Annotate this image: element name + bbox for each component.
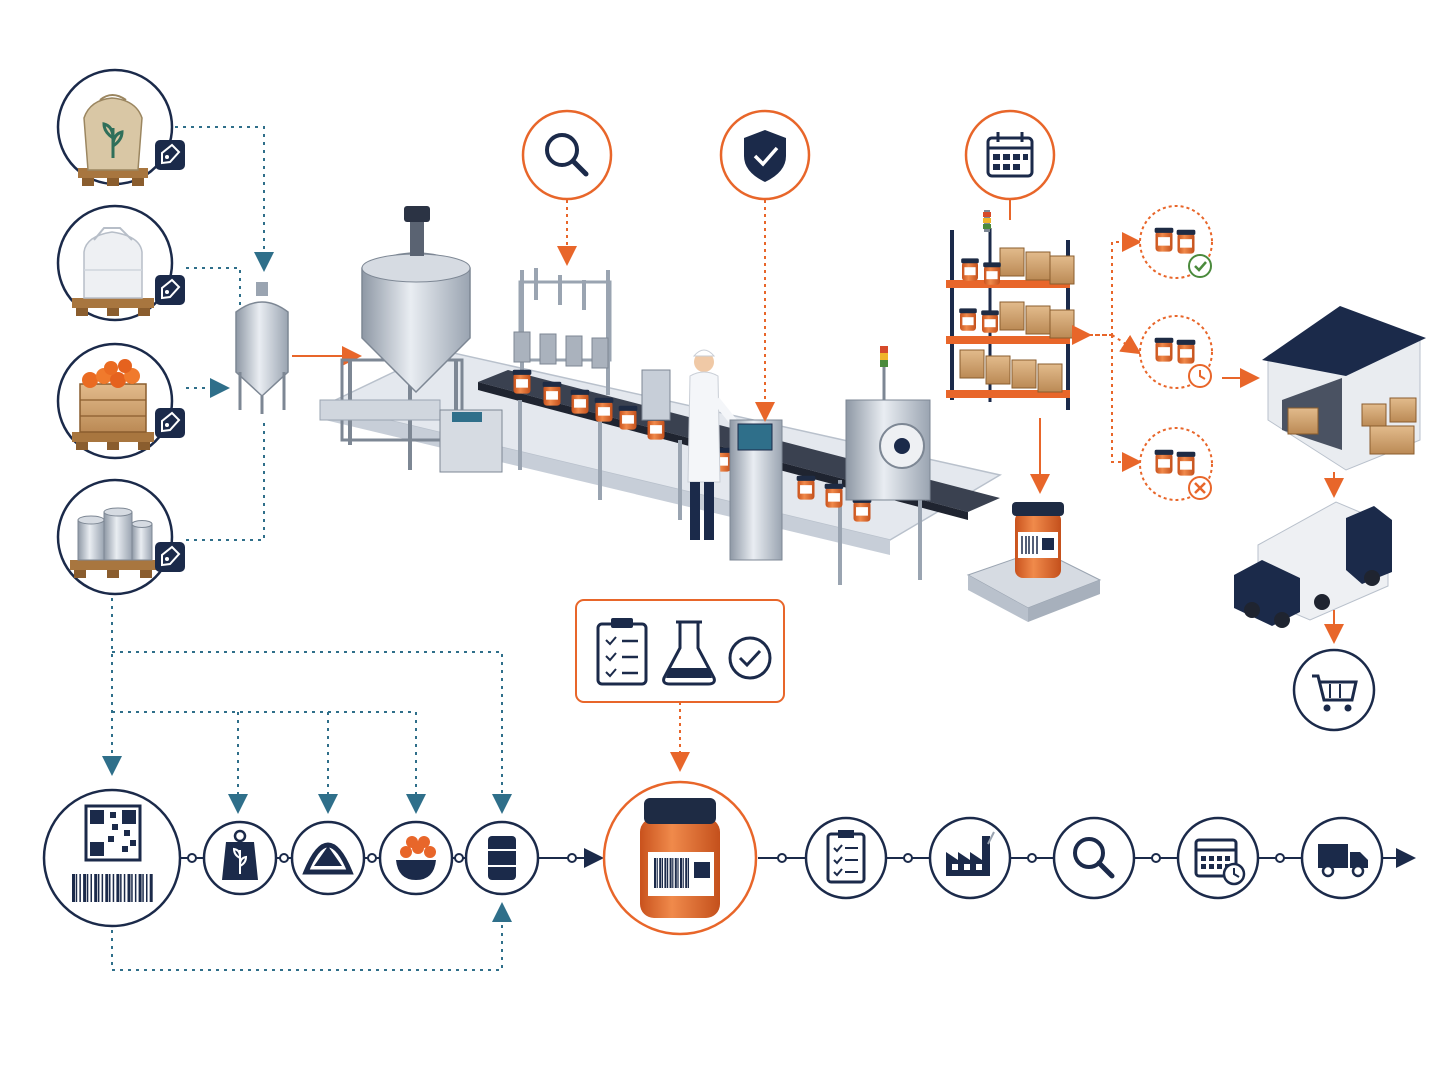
outcome-on-hold[interactable] [1139,315,1213,389]
rack-jar [983,262,1001,285]
delivery-truck-icon [1318,844,1368,878]
scale-weight-icon [302,842,354,875]
lab-flask-icon [662,620,716,686]
x-icon [1194,482,1206,494]
raw-material-orange-crate[interactable] [56,342,174,460]
trace-calendar-clock-icon[interactable] [1176,816,1260,900]
rack-boxes [959,247,1075,393]
rack-box [1011,359,1037,389]
tag-icon[interactable] [155,140,185,170]
checklist-icon [826,830,866,884]
magnifier-icon [1073,837,1115,879]
retail-cart[interactable] [1292,648,1376,732]
callout-batch-date[interactable] [964,109,1056,201]
drum-icon [488,836,516,880]
conveyor-jar [824,483,844,508]
raw-materials-column [56,68,185,596]
outcome-approved[interactable] [1139,205,1213,279]
calendar-clock-icon [1194,838,1246,886]
rack-box [1025,305,1051,335]
labeled-jar-icon [640,798,720,918]
shopping-cart-icon [1312,674,1358,702]
trace-drum-icon[interactable] [464,820,540,896]
weighing-scale[interactable] [966,502,1102,622]
trace-orange-bowl-icon[interactable] [378,820,454,896]
trace-factory-icon[interactable] [928,816,1012,900]
tag-icon[interactable] [155,542,185,572]
factory-icon [946,831,995,876]
qc-panel[interactable] [575,599,785,703]
mixing-tank[interactable] [319,206,471,470]
rack-box [999,247,1025,277]
rack-jar [961,258,979,281]
raw-material-connectors [175,126,274,541]
labeling-machine[interactable] [845,346,931,501]
rack-box [1049,255,1075,285]
conveyor-jar [570,389,590,414]
conveyor-jar [542,381,562,406]
outcome-jar [1176,229,1196,254]
conveyor-jar [618,405,638,430]
outcome-jar [1154,337,1174,362]
outcome-jar [1176,451,1196,476]
tag-icon[interactable] [155,408,185,438]
trace-scale-weight-icon[interactable] [290,820,366,896]
trace-connectors [102,598,512,971]
rack-jar [959,308,977,331]
storage-rack[interactable] [946,210,1075,410]
callout-quality-control[interactable] [719,109,811,201]
trace-labeled-jar-icon[interactable] [602,780,758,936]
trace-magnifier-icon[interactable] [1052,816,1136,900]
shield-check-icon [744,130,786,182]
raw-material-drums[interactable] [56,478,174,596]
tag-icon[interactable] [155,275,185,305]
outcome-jar [1176,339,1196,364]
warehouse-outcomes [1139,205,1213,501]
checklist-icon [596,618,648,686]
rack-box [1037,363,1063,393]
delivery-truck[interactable] [1234,501,1392,628]
conveyor-jar [796,475,816,500]
hmi-terminal[interactable] [641,369,783,561]
holding-tank[interactable] [235,282,289,414]
rack-box [1025,251,1051,281]
raw-material-flour-bag[interactable] [56,204,174,322]
rack-box [999,301,1025,331]
outcome-jar [1154,449,1174,474]
check-icon [1194,261,1207,272]
trace-checklist-icon[interactable] [804,816,888,900]
trace-qr-barcode-icon[interactable] [42,788,182,928]
outcome-rejected[interactable] [1139,427,1213,501]
rack-box [959,349,985,379]
warehouse-building[interactable] [1262,306,1426,471]
callout-inspection[interactable] [521,109,613,201]
conveyor-jar [852,497,872,522]
trace-grain-tag-icon[interactable] [202,820,278,896]
rack-box [1049,309,1075,339]
filling-machine[interactable] [439,268,612,473]
trace-delivery-truck-icon[interactable] [1300,816,1384,900]
calendar-icon [986,136,1034,178]
rack-outcome-connectors [1072,232,1142,472]
clock-icon [1199,370,1206,380]
raw-material-grain-sack[interactable] [56,68,174,186]
orange-bowl-icon [396,860,436,880]
traceability-chain [42,780,1416,936]
rack-box [985,355,1011,385]
magnifier-icon [545,133,579,167]
conveyor-jar [594,397,614,422]
check-circle-icon [728,636,772,680]
operator [687,349,744,540]
rack-jar [981,310,999,333]
conveyor-jar [512,369,532,394]
qr-barcode-icon [72,804,153,902]
outcome-jar [1154,227,1174,252]
